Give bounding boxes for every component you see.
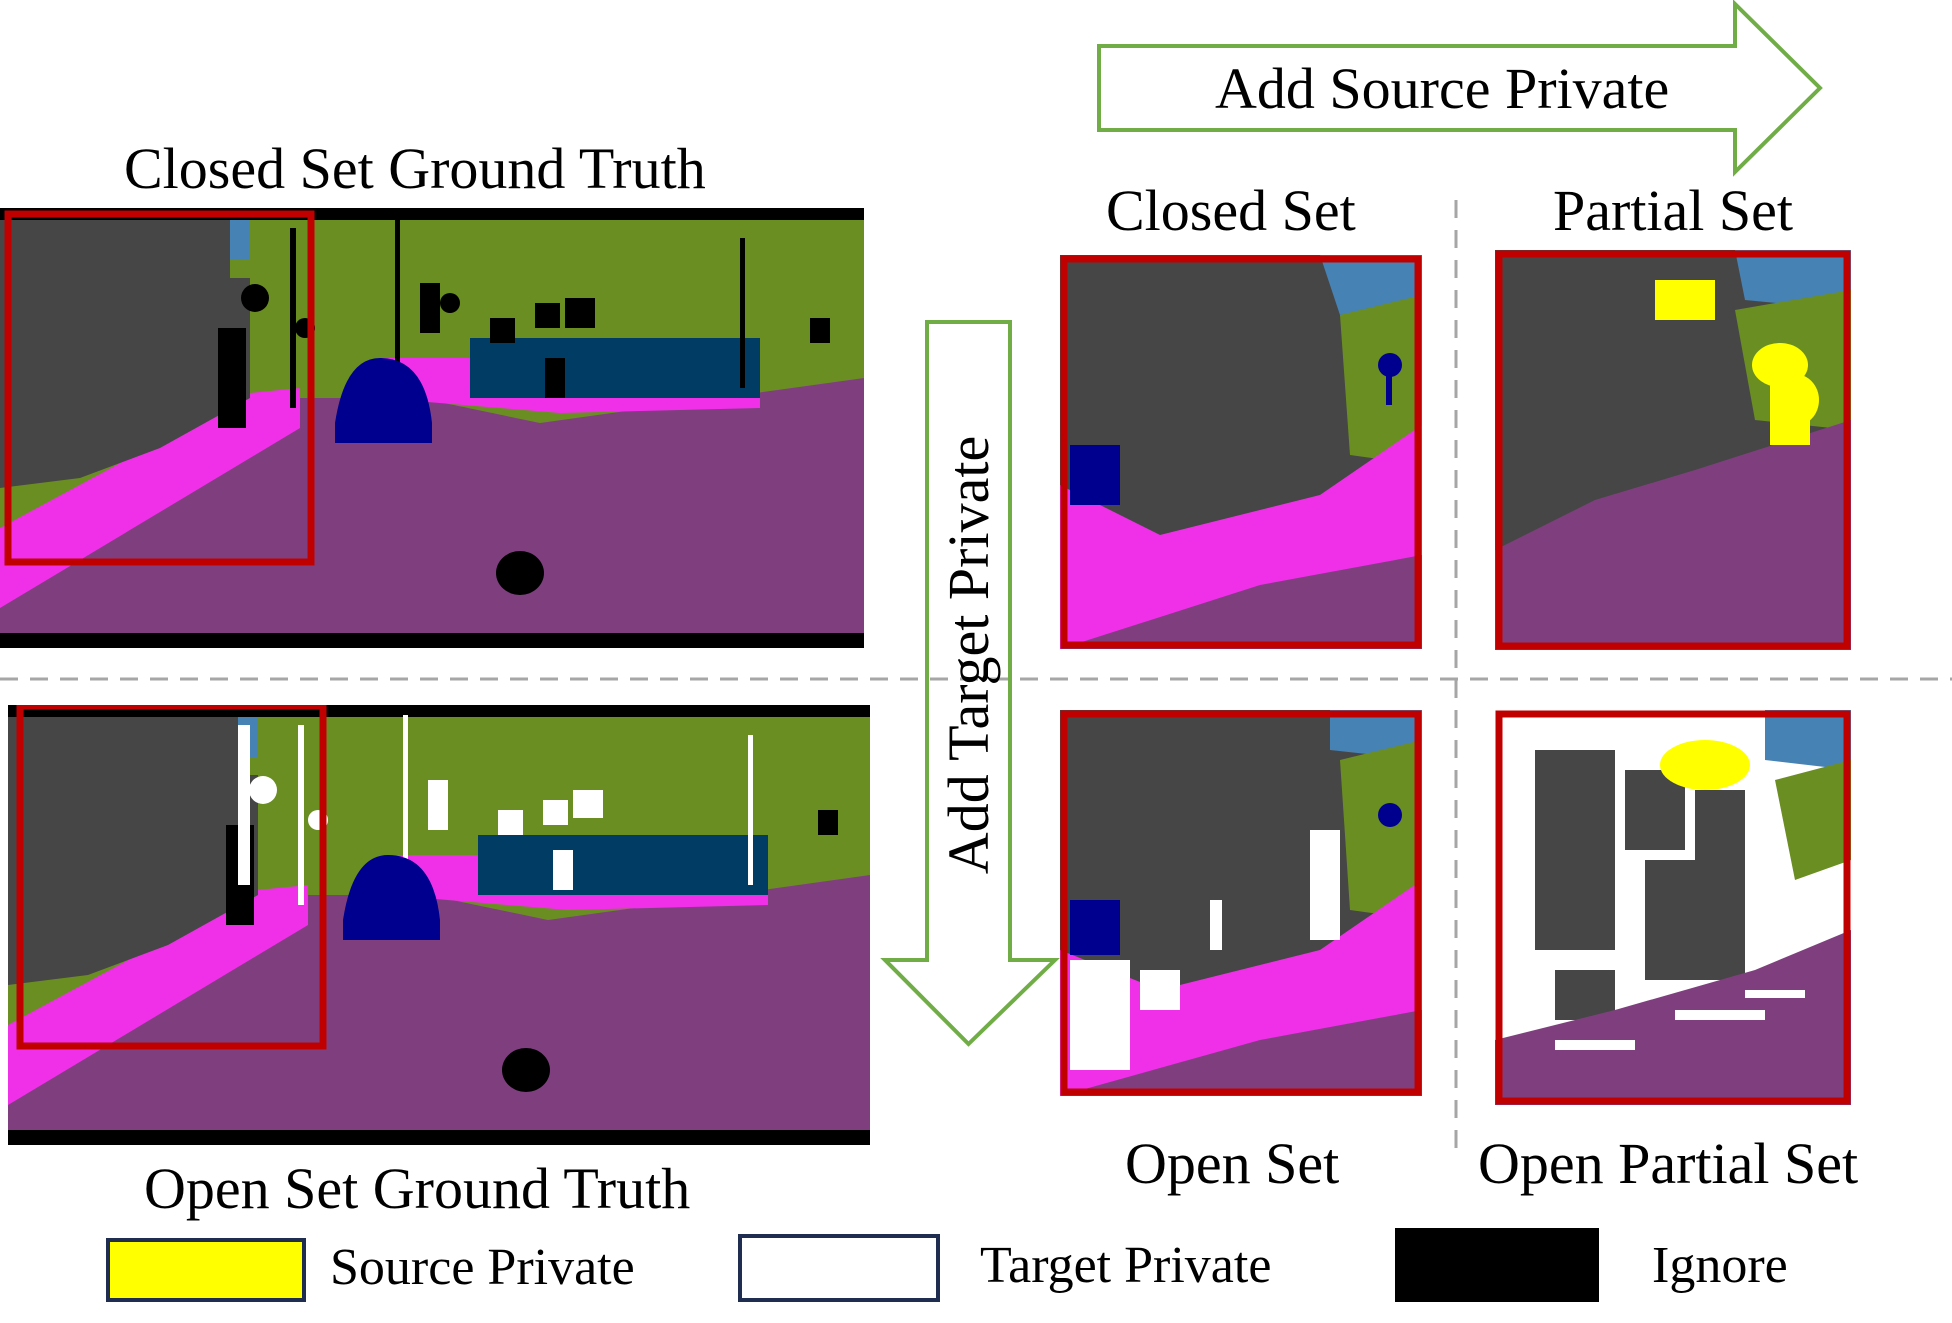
legend-swatch-ignore (1395, 1228, 1599, 1302)
legend-swatch-target-private (738, 1234, 940, 1302)
closed-set-prediction (1060, 255, 1422, 649)
closed-set-title: Closed Set (1106, 178, 1356, 243)
open-set-prediction (1060, 710, 1422, 1096)
open-gt-title: Open Set Ground Truth (144, 1156, 691, 1221)
legend-label-source-private: Source Private (330, 1239, 635, 1296)
closed-gt-title: Closed Set Ground Truth (124, 136, 706, 201)
partial-set-title: Partial Set (1553, 178, 1794, 243)
vertical-dashed-divider (1454, 200, 1458, 1160)
closed-gt-segmentation-map (0, 208, 864, 648)
open-partial-set-title: Open Partial Set (1478, 1131, 1859, 1196)
open-set-title: Open Set (1125, 1131, 1340, 1196)
add-source-private-arrow (1097, 0, 1823, 177)
add-target-private-arrow (880, 320, 1060, 1047)
horizontal-dashed-divider (0, 677, 1952, 681)
legend-label-target-private: Target Private (980, 1237, 1272, 1294)
legend-label-ignore: Ignore (1652, 1237, 1788, 1294)
open-gt-segmentation-map (8, 705, 870, 1145)
add-target-private-label: Add Target Private (936, 435, 1001, 875)
open-partial-set-prediction (1495, 710, 1851, 1105)
add-source-private-label: Add Source Private (1215, 56, 1670, 121)
legend-swatch-source-private (106, 1238, 306, 1302)
partial-set-prediction (1495, 250, 1851, 650)
